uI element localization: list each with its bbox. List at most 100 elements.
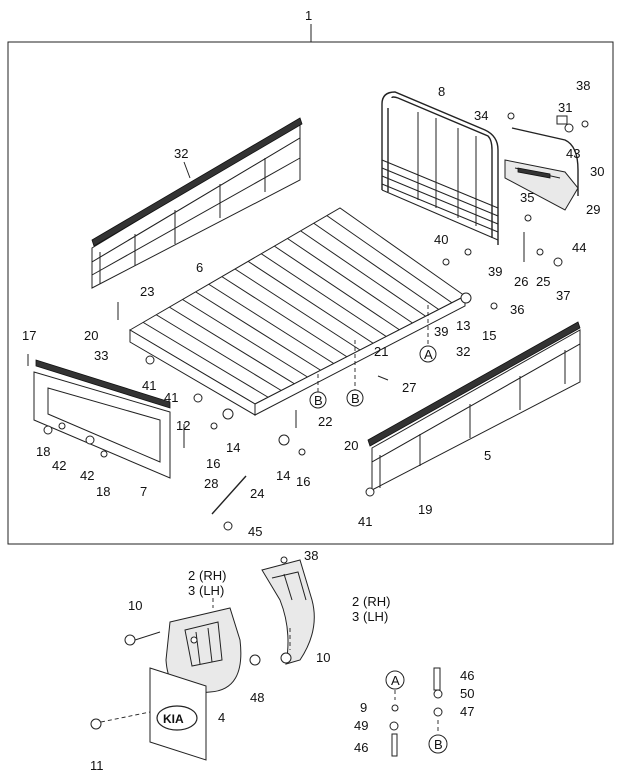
callout-50: 50: [460, 686, 474, 701]
floor-slat: [247, 260, 374, 344]
callout-2-right: 2: [352, 594, 359, 609]
callout-20-right: 20: [344, 438, 358, 453]
callout-18-mid: 18: [96, 484, 110, 499]
ref-a-label-detail: A: [391, 673, 400, 688]
callout-34: 34: [474, 108, 488, 123]
callout-13: 13: [456, 318, 470, 333]
callout-41-left: 41: [142, 378, 156, 393]
callout-5: 5: [484, 448, 491, 463]
callout-15: 15: [482, 328, 496, 343]
callout-44: 44: [572, 240, 586, 255]
floor-slat: [155, 314, 282, 391]
floor-slat: [182, 299, 308, 378]
floor-slat: [300, 230, 426, 317]
callout-33: 33: [94, 348, 108, 363]
callout-24: 24: [250, 486, 264, 501]
callout-28: 28: [204, 476, 218, 491]
floor-slat: [221, 276, 348, 358]
callout-49: 49: [354, 718, 368, 733]
callout-27: 27: [402, 380, 416, 395]
reference-marker-a-main: A: [419, 345, 437, 363]
tail-gate-rail: [35, 359, 171, 409]
callout-46-bottom: 46: [354, 740, 368, 755]
callout-32-right: 32: [456, 344, 470, 359]
callout-4: 4: [218, 710, 225, 725]
floor-slat: [195, 291, 321, 371]
callout-48: 48: [250, 690, 264, 705]
floor-slats: [142, 215, 453, 398]
floor-slat: [169, 306, 295, 385]
callout-2-left: 2: [188, 568, 195, 583]
reference-marker-b-detail: B: [428, 734, 448, 754]
callout-22: 22: [318, 414, 332, 429]
ref-b-label-detail: B: [434, 737, 443, 752]
kia-logo-text: KIA: [163, 712, 184, 726]
callout-38-lower: 38: [304, 548, 318, 563]
callout-47: 47: [460, 704, 474, 719]
floor-slat: [208, 283, 335, 364]
callout-45: 45: [248, 524, 262, 539]
callout-39-bottom: 39: [434, 324, 448, 339]
cab-guard: [504, 127, 579, 211]
tail-gate: [33, 371, 171, 479]
ref-b-label-main-1: B: [314, 393, 323, 408]
callout-41-right: 41: [358, 514, 372, 529]
reference-marker-b-main-2: B: [346, 389, 364, 407]
callout-32-left: 32: [174, 146, 188, 161]
callout-18-left: 18: [36, 444, 50, 459]
callout-37: 37: [556, 288, 570, 303]
floor-platform: [129, 207, 466, 416]
callout-3-left: 3: [188, 583, 195, 598]
callout-7: 7: [140, 484, 147, 499]
callout-42-mid: 42: [80, 468, 94, 483]
floor-slat: [142, 321, 269, 398]
callout-1: 1: [305, 8, 312, 23]
callout-42-left: 42: [52, 458, 66, 473]
callout-17: 17: [22, 328, 36, 343]
mud-flap: KIA: [149, 667, 207, 761]
headboard: [381, 91, 499, 245]
callout-41-mid: 41: [164, 390, 178, 405]
floor-slat: [313, 222, 440, 310]
floor-slat: [234, 268, 361, 351]
floor-slat: [287, 238, 413, 324]
callout-10-right: 10: [316, 650, 330, 665]
callout-46-top: 46: [460, 668, 474, 683]
callout-14-left: 14: [226, 440, 240, 455]
reference-marker-a-detail: A: [385, 670, 405, 690]
ref-a-label-main: A: [424, 347, 433, 362]
floor-slat: [326, 215, 453, 304]
callout-lh-left: (LH): [199, 583, 224, 598]
callout-20-left: 20: [84, 328, 98, 343]
front-fender: [261, 559, 315, 665]
callout-43: 43: [566, 146, 580, 161]
lower-hardware: [90, 556, 443, 757]
callout-26: 26: [514, 274, 528, 289]
left-rubber-rail: [91, 117, 303, 247]
callout-21: 21: [374, 344, 388, 359]
callout-10-left: 10: [128, 598, 142, 613]
callout-25: 25: [536, 274, 550, 289]
callout-38-top: 38: [576, 78, 590, 93]
callout-16-left: 16: [206, 456, 220, 471]
left-side-gate: [91, 121, 301, 289]
ref-b-label-main-2: B: [351, 391, 360, 406]
callout-30: 30: [590, 164, 604, 179]
callout-39-top: 39: [488, 264, 502, 279]
callout-12: 12: [176, 418, 190, 433]
right-rubber-rail: [367, 321, 581, 447]
hardware-bolts: [27, 112, 589, 531]
reference-marker-b-main-1: B: [309, 391, 327, 409]
callout-35: 35: [520, 190, 534, 205]
callout-14-right: 14: [276, 468, 290, 483]
callout-16-right: 16: [296, 474, 310, 489]
callout-rh-right: (RH): [363, 594, 390, 609]
callout-rh-left: (RH): [199, 568, 226, 583]
callout-19: 19: [418, 502, 432, 517]
callout-11: 11: [90, 758, 104, 773]
callout-29: 29: [586, 202, 600, 217]
right-side-gate: [371, 329, 581, 491]
floor-slat: [260, 253, 387, 337]
floor-slat: [274, 245, 400, 331]
